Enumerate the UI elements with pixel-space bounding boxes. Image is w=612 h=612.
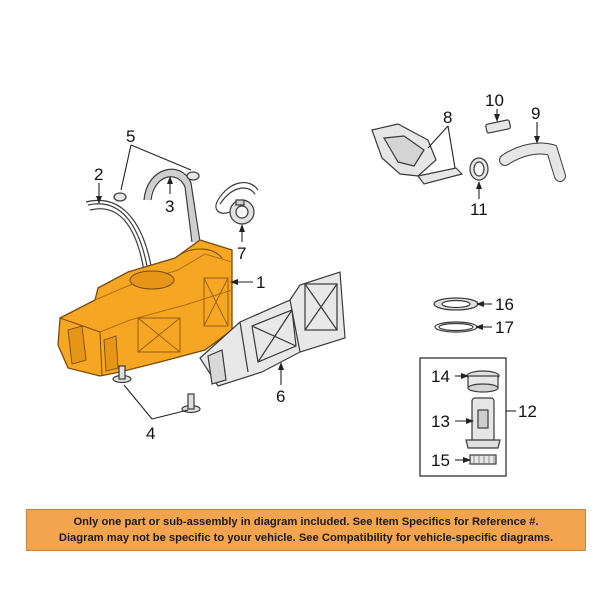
part-15-strainer: [469, 454, 497, 465]
part-8-filler-neck: [371, 123, 464, 185]
part-14-module-top: [466, 370, 500, 393]
callout-16: 16: [495, 295, 514, 314]
callout-numbers: 1 2 3 4 5 6 7 8 9 10 11 12 13 14 15 16 1…: [94, 91, 540, 470]
part-3-strap: [143, 168, 201, 243]
callout-13: 13: [431, 412, 450, 431]
callout-3: 3: [165, 197, 174, 216]
callout-7: 7: [237, 244, 246, 263]
callout-5: 5: [126, 127, 135, 146]
callout-1: 1: [256, 273, 265, 292]
callout-11: 11: [470, 200, 488, 219]
callout-2: 2: [94, 165, 103, 184]
part-6-skid-plate: [199, 271, 346, 387]
callout-4: 4: [146, 424, 155, 443]
callout-12: 12: [518, 402, 537, 421]
part-13-pump: [465, 397, 501, 449]
disclaimer-line-2: Diagram may not be specific to your vehi…: [58, 532, 554, 544]
callout-9: 9: [531, 104, 540, 123]
disclaimer-banner: Only one part or sub-assembly in diagram…: [26, 509, 586, 551]
part-4-bolts: [112, 365, 201, 414]
part-11-ring: [469, 157, 489, 181]
part-12-module-box: [419, 357, 507, 477]
disclaimer-line-1: Only one part or sub-assembly in diagram…: [73, 516, 539, 528]
callout-17: 17: [495, 318, 514, 337]
part-17-seal: [434, 321, 478, 333]
callout-6: 6: [276, 387, 285, 406]
part-9-hose: [499, 142, 566, 182]
callout-15: 15: [431, 451, 450, 470]
leader-lines: [96, 109, 540, 463]
callout-8: 8: [443, 108, 452, 127]
callout-14: 14: [431, 367, 450, 386]
part-5-nuts: [113, 171, 200, 202]
callout-10: 10: [485, 91, 504, 110]
part-16-lock-ring: [433, 297, 479, 311]
part-7-sender: [215, 182, 259, 225]
part-10-clamp: [485, 119, 512, 134]
